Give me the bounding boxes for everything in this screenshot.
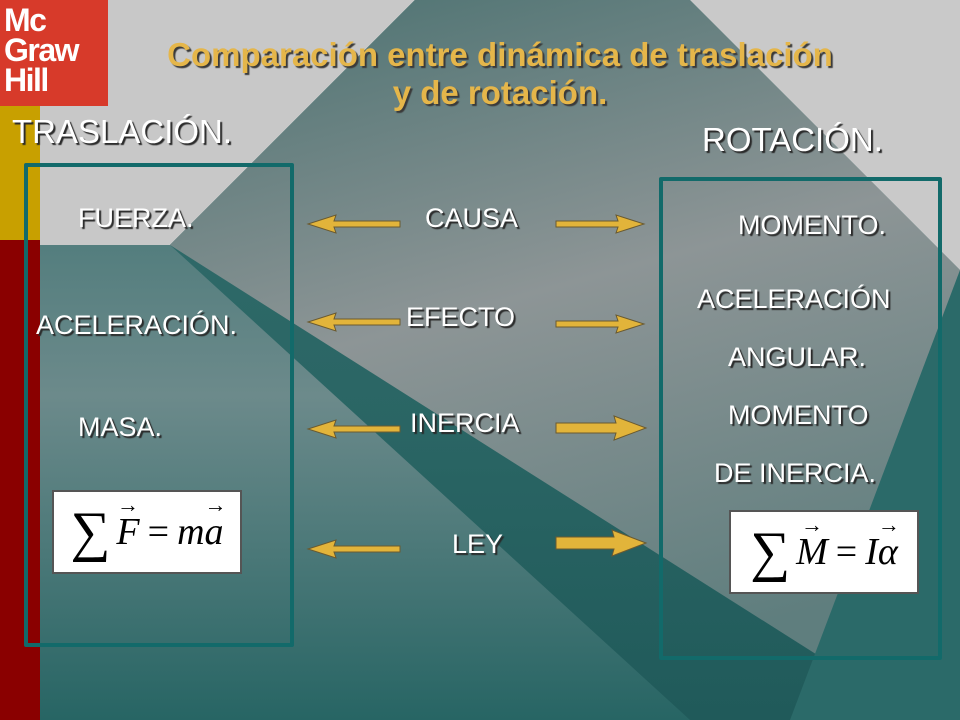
right-item-acceleration: ACELERACIÓN (697, 284, 891, 314)
vector-f: F (116, 492, 139, 554)
left-arrow-icon (306, 312, 401, 332)
vector-a: a (205, 492, 224, 554)
equals-sign: = (147, 511, 170, 553)
middle-item-inertia: INERCIA (410, 408, 520, 438)
right-item-angular: ANGULAR. (728, 342, 867, 372)
title-line-2: y de rotación. (392, 74, 608, 111)
left-box (24, 163, 294, 647)
middle-item-cause: CAUSA (425, 203, 519, 233)
logo-text: Hill (4, 62, 49, 98)
logo-text: Graw (4, 32, 80, 68)
left-arrow-icon (306, 539, 401, 559)
sum-symbol: ∑ (70, 501, 111, 563)
inertia-symbol: I (865, 531, 878, 573)
title-line-1: Comparación entre dinámica de traslación (167, 36, 833, 73)
publisher-logo: Mc Graw Hill (0, 0, 108, 106)
right-arrow-icon (555, 529, 648, 557)
middle-item-law: LEY (452, 529, 504, 559)
right-item-of-inertia: DE INERCIA. (714, 458, 877, 488)
left-item-mass: MASA. (78, 412, 163, 442)
right-arrow-icon (555, 415, 648, 441)
mass-symbol: m (177, 511, 205, 553)
right-arrow-icon (555, 314, 646, 334)
accent-strip-bottom (0, 240, 40, 720)
vector-m: M (796, 512, 828, 574)
slide-title: Comparación entre dinámica de traslación… (100, 36, 900, 112)
equals-sign: = (835, 531, 858, 573)
left-arrow-icon (306, 214, 401, 234)
right-arrow-icon (555, 214, 646, 234)
left-arrow-icon (306, 419, 401, 439)
right-heading: ROTACIÓN. (702, 121, 883, 158)
right-item-torque: MOMENTO. (738, 210, 886, 240)
right-box (659, 177, 942, 660)
left-item-acceleration: ACELERACIÓN. (36, 310, 238, 340)
formula-newton-translation: ∑ F = m a (52, 490, 242, 574)
vector-alpha: α (878, 512, 898, 574)
sum-symbol: ∑ (750, 521, 791, 583)
left-heading: TRASLACIÓN. (12, 113, 233, 150)
left-item-force: FUERZA. (78, 203, 194, 233)
middle-item-effect: EFECTO (406, 302, 516, 332)
formula-newton-rotation: ∑ M = I α (729, 510, 919, 594)
right-item-moment: MOMENTO (728, 400, 869, 430)
logo-text: Mc (4, 2, 47, 38)
